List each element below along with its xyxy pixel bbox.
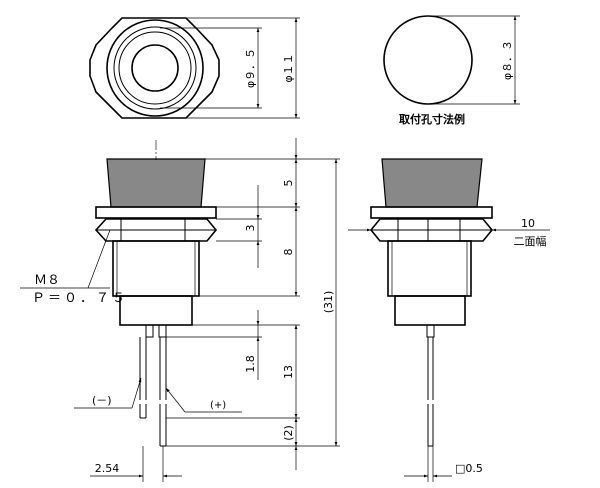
top-view-mid-ring [113,26,197,110]
mounting-hole-circle [383,15,473,105]
top-view-inner-ring [118,31,192,105]
top-view-outer-ring [106,19,204,117]
thread-length-dimension: 8 [282,249,295,256]
nut-height-dimension: 3 [244,225,257,232]
front-view-cap [106,158,206,208]
across-flats-dimension: 10 [521,217,535,230]
lead-end-dimension: (2) [282,425,295,441]
lead-pitch-dimension: 2.54 [95,462,120,475]
lead-length-dimension: 13 [282,365,295,379]
front-view-leads [139,324,167,447]
side-view-cap [381,158,483,208]
mounting-hole-title: 取付孔寸法例 [399,112,465,126]
top-view-inner-dimension: φ９．５ [244,48,257,88]
overall-length-dimension: (31) [322,291,335,314]
terminal-minus-label: (－) [92,394,112,407]
thread-pitch-label: Ｐ＝０．７５ [32,291,128,306]
side-view-base [394,295,466,326]
cap-height-dimension: 5 [282,180,295,187]
top-view-outer-dimension: φ１１ [282,53,295,82]
front-view-washer [95,206,217,219]
lead-step-dimension: 1.8 [244,355,257,373]
terminal-plus-label: (+) [210,400,226,411]
top-view-lens [131,44,179,92]
side-view: 10 二面幅 □0.5 [348,158,550,482]
front-view-base [119,295,193,326]
across-flats-label: 二面幅 [514,235,547,248]
thread-name-label: Ｍ８ [34,273,60,288]
front-view: 5 3 8 (31) 1.8 13 (2) Ｍ８ Ｐ＝０．７５ (－) (+) … [20,138,340,482]
lead-section-dimension: □0.5 [455,462,483,475]
side-view-thread [387,240,472,297]
front-view-thread [112,240,200,297]
top-view: φ９．５ φ１１ [89,17,300,119]
side-view-washer [370,206,493,219]
top-view-nut-outline [89,17,220,119]
mounting-hole: φ８．３ 取付孔寸法例 [383,15,520,126]
mounting-hole-dimension: φ８．３ [501,40,514,80]
